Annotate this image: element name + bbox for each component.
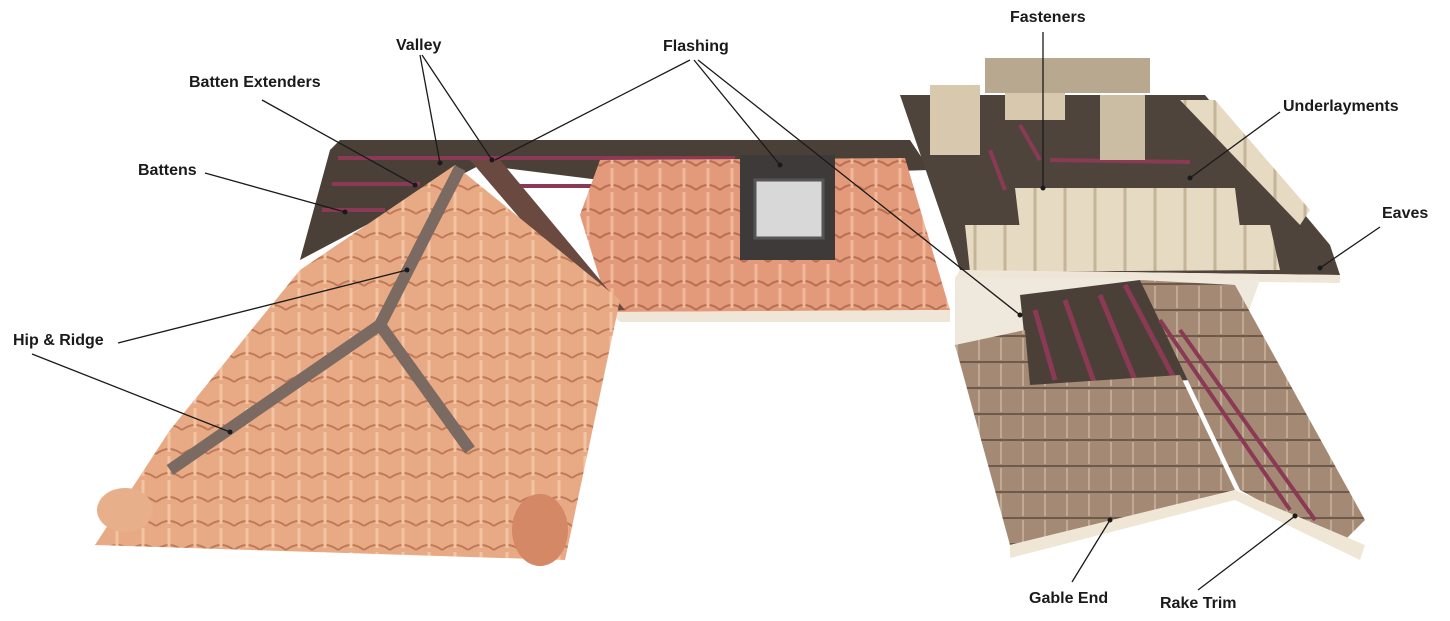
leader-battens [204, 172, 346, 213]
leader-underlayments [1189, 111, 1281, 179]
tile-stack [930, 85, 980, 155]
label-valley: Valley [396, 37, 442, 54]
leader-batten-extenders [261, 99, 416, 186]
leader-lines [31, 32, 1381, 591]
leader-valley-2 [421, 54, 493, 161]
hip-ridge [166, 165, 475, 475]
label-batten-extenders: Batten Extenders [189, 74, 321, 91]
label-gable-end: Gable End [1029, 590, 1109, 607]
label-eaves: Eaves [1382, 205, 1429, 222]
leader-hip-ridge-2 [31, 353, 231, 433]
ridge-cap [512, 494, 568, 566]
leader-eaves [1319, 226, 1381, 269]
leader-rake-trim [1197, 515, 1296, 591]
leader-flashing-2 [693, 59, 781, 166]
leader-gable-end [1071, 519, 1111, 583]
fascia-center [610, 310, 950, 322]
label-underlayments: Underlayments [1283, 98, 1399, 115]
label-rake-trim: Rake Trim [1160, 595, 1237, 612]
cream-tiles [1015, 188, 1240, 230]
label-battens: Battens [138, 162, 197, 179]
ridge-cap [97, 488, 153, 532]
leader-hip-ridge-1 [117, 269, 408, 344]
leader-flashing-1 [494, 59, 691, 161]
leader-dots [227, 157, 1323, 523]
battens-right [988, 124, 1191, 191]
cream-tiles [965, 225, 1280, 272]
tile-stack [985, 58, 1150, 93]
battens-lower [1032, 283, 1178, 386]
leader-flashing-3 [697, 59, 1021, 316]
right-lower-roof-underlayment [1020, 280, 1190, 390]
label-fasteners: Fasteners [1010, 9, 1086, 26]
left-hip-roof [95, 165, 620, 560]
leader-valley-1 [419, 54, 441, 164]
label-hip-ridge: Hip & Ridge [13, 332, 104, 349]
right-lower-roof [955, 330, 1235, 545]
skylight [753, 178, 825, 240]
rake-battens [1158, 318, 1317, 522]
rake-roof [1140, 280, 1365, 545]
eaves-fascia [955, 270, 1340, 283]
cream-tiles-edge [1180, 100, 1310, 225]
tile-stack [1100, 95, 1145, 160]
label-flashing: Flashing [663, 38, 729, 55]
rake-trim [1010, 490, 1365, 560]
